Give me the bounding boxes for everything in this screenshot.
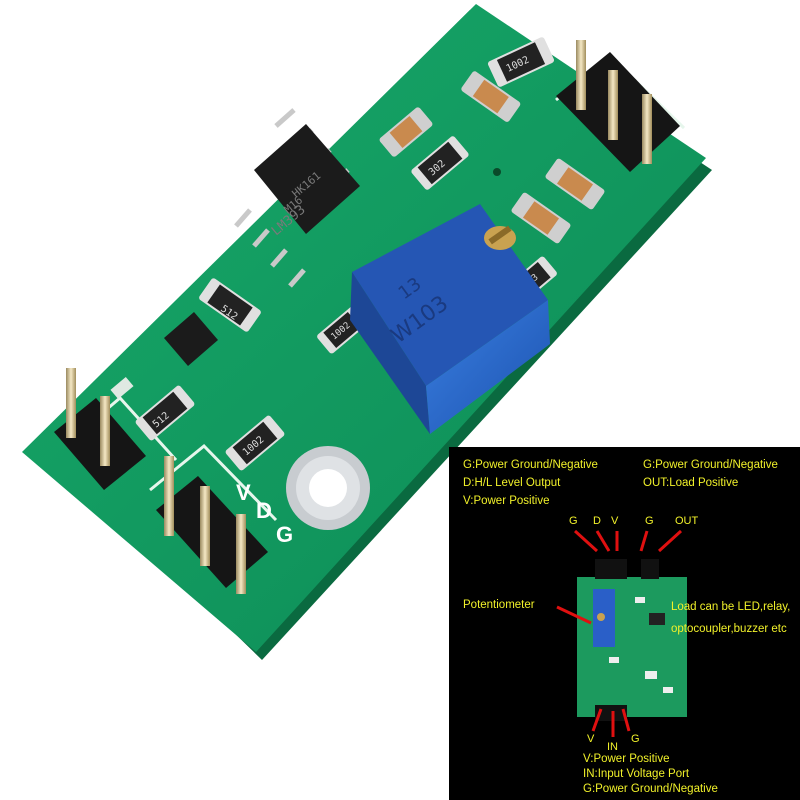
silkscreen-v: V	[236, 480, 251, 505]
potentiometer: W103 13	[350, 204, 550, 434]
pin-label-g: G	[569, 515, 578, 527]
potentiometer-label: Potentiometer	[463, 599, 535, 611]
silkscreen-d: D	[256, 498, 272, 523]
pin-label-bottom-v: V	[587, 733, 595, 745]
pin-label-bottom-in: IN	[607, 741, 618, 753]
legend-bottom-in: IN:Input Voltage Port	[583, 768, 690, 780]
silkscreen-g: G	[276, 522, 293, 547]
legend-left-d: D:H/L Level Output	[463, 477, 561, 489]
load-note-1: Load can be LED,relay,	[671, 601, 791, 613]
legend-bottom-g: G:Power Ground/Negative	[583, 783, 718, 795]
legend-bottom-v: V:Power Positive	[583, 753, 670, 765]
pinout-inset: G:Power Ground/Negative D:H/L Level Outp…	[449, 447, 800, 800]
pin-label-out: OUT	[675, 515, 699, 527]
legend-left-v: V:Power Positive	[463, 495, 550, 507]
legend-right-g: G:Power Ground/Negative	[643, 459, 778, 471]
pointer-arrows	[556, 529, 683, 737]
legend-right-out: OUT:Load Positive	[643, 477, 739, 489]
pin-label-v: V	[611, 515, 619, 527]
pin-label-bottom-g: G	[631, 733, 640, 745]
inset-graphics	[556, 529, 687, 737]
legend-left-g: G:Power Ground/Negative	[463, 459, 598, 471]
lm393-chip: LM393 M16 HK161	[234, 108, 360, 288]
top-pin-header	[556, 40, 680, 172]
bottom-pin-header	[156, 456, 268, 594]
pin-label-g2: G	[645, 515, 654, 527]
pin-label-d: D	[593, 515, 601, 527]
load-note-2: optocoupler,buzzer etc	[671, 623, 787, 635]
left-pin-header	[54, 368, 146, 490]
